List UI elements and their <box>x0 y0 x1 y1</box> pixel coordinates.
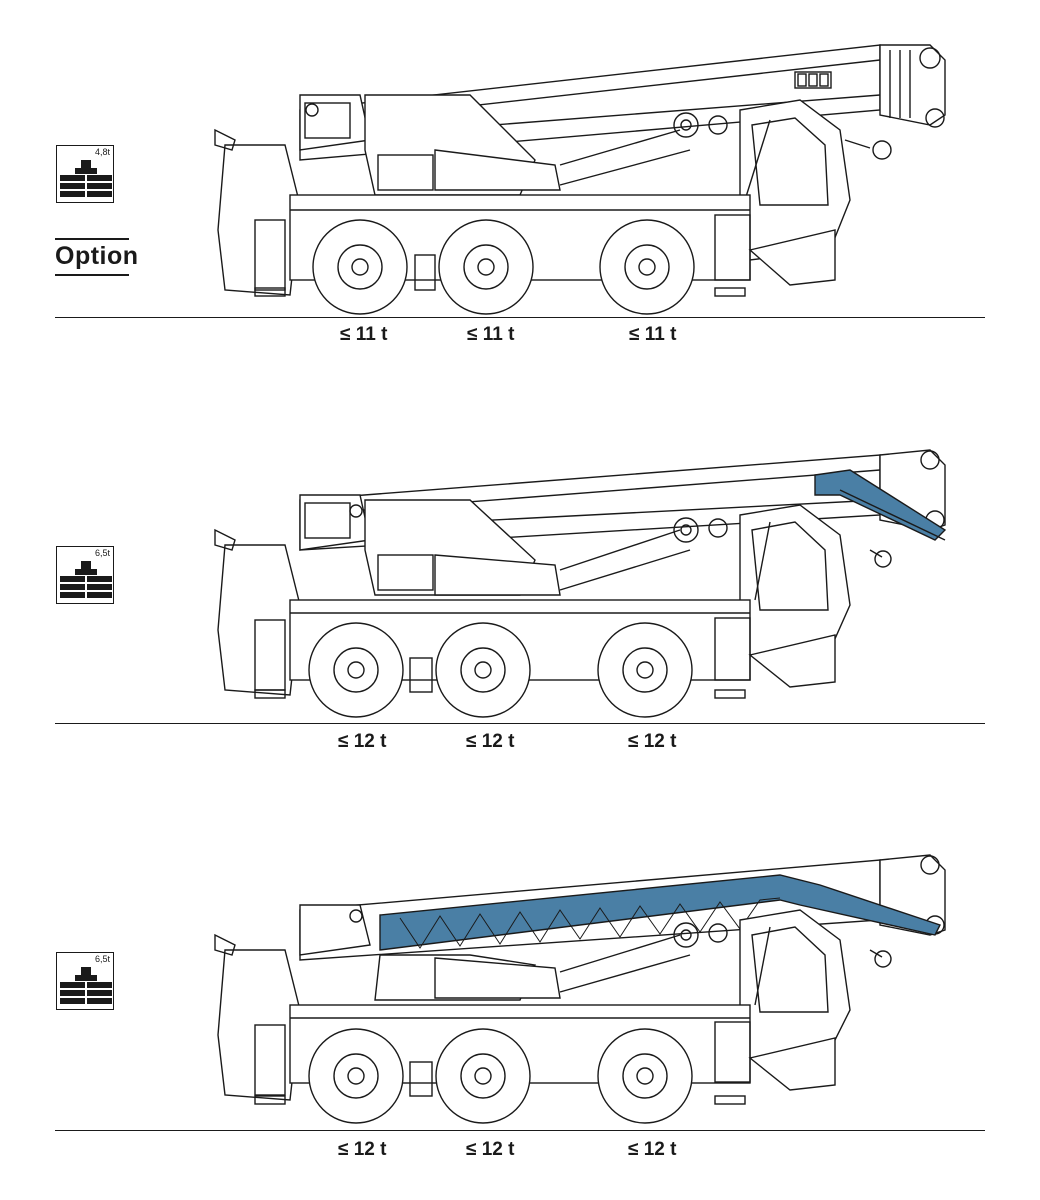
ground-line <box>55 317 985 318</box>
counterweight-label: 4,8t <box>94 147 110 157</box>
axle-load-1: ≤ 11 t <box>340 324 388 345</box>
ground-line <box>55 1130 985 1131</box>
axle-load-3: ≤ 12 t <box>628 1139 677 1160</box>
panel-config-2: 6,5t ≤ 12 t ≤ 12 t ≤ 12 t <box>0 400 1040 800</box>
counterweight-icon: 6,5t <box>56 952 114 1010</box>
crane-side-view <box>214 854 946 1124</box>
axle-load-2: ≤ 12 t <box>466 1139 515 1160</box>
axle-load-1: ≤ 12 t <box>338 731 387 752</box>
crane-side-view <box>214 44 946 315</box>
counterweight-label: 6,5t <box>94 954 110 964</box>
counterweight-icon: 4,8t <box>56 145 114 203</box>
panel-config-1: 4,8t Option ≤ 11 t ≤ 11 t ≤ 11 t <box>0 0 1040 400</box>
axle-load-3: ≤ 12 t <box>628 731 677 752</box>
axle-load-2: ≤ 12 t <box>466 731 515 752</box>
axle-load-2: ≤ 11 t <box>467 324 515 345</box>
option-label: Option <box>55 238 138 276</box>
ground-line <box>55 723 985 724</box>
axle-load-3: ≤ 11 t <box>629 324 677 345</box>
axle-load-1: ≤ 12 t <box>338 1139 387 1160</box>
panel-config-3: 6,5t ≤ 12 t ≤ 12 t ≤ 12 t <box>0 800 1040 1200</box>
crane-side-view <box>214 449 947 718</box>
counterweight-icon: 6,5t <box>56 546 114 604</box>
counterweight-label: 6,5t <box>94 548 110 558</box>
